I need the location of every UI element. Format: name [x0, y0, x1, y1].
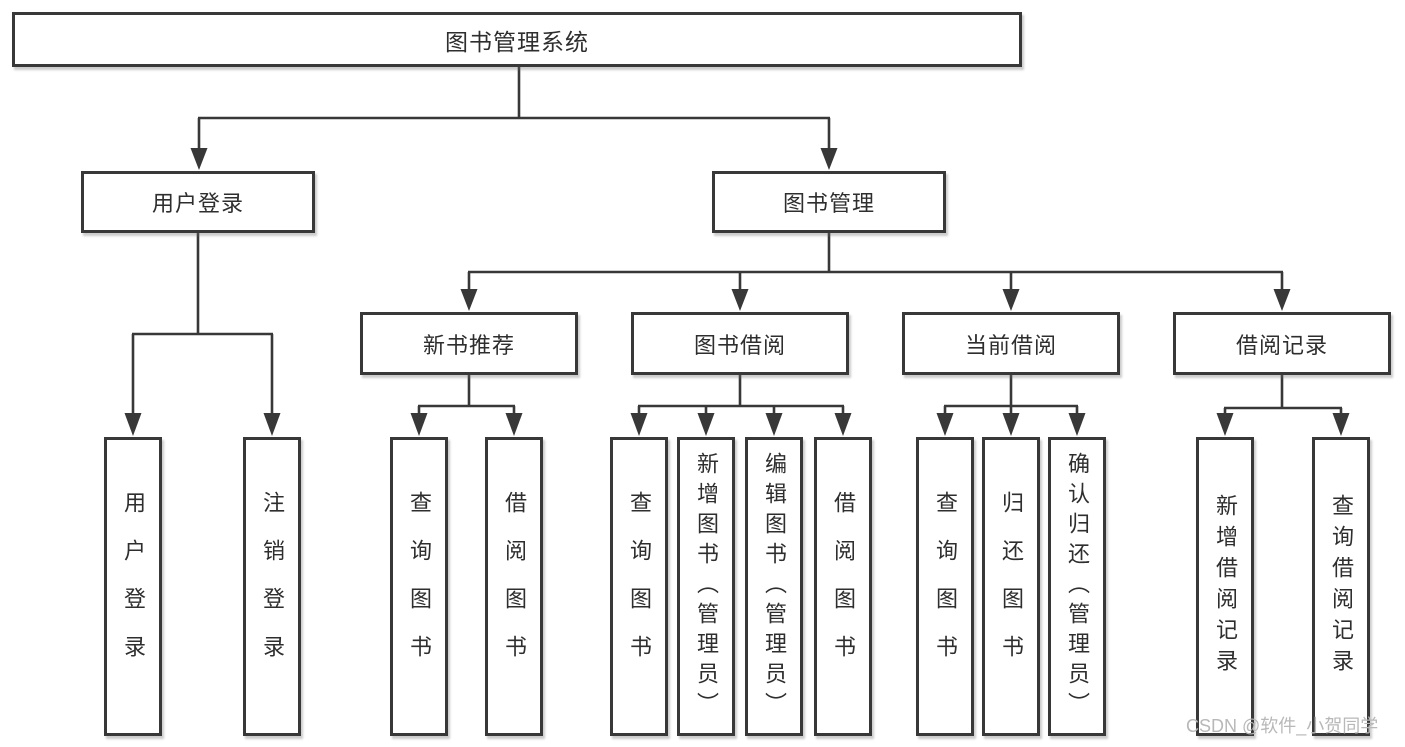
- node-current-borrow: 当前借阅: [902, 312, 1120, 375]
- node-root-label: 图书管理系统: [445, 28, 589, 55]
- leaf-br-query-record-label: 查询借阅记录: [1329, 493, 1354, 680]
- leaf-user-login: 用户登录: [104, 437, 162, 736]
- node-root: 图书管理系统: [12, 12, 1022, 67]
- leaf-logout-label: 注销登录: [260, 490, 285, 683]
- node-book-management-label: 图书管理: [782, 191, 875, 216]
- leaf-nbr-borrow-books: 借阅图书: [485, 437, 543, 736]
- node-new-book-recommend: 新书推荐: [360, 312, 578, 375]
- leaf-bb-query-books: 查询图书: [610, 437, 668, 736]
- leaf-cb-return-books-label: 归还图书: [999, 490, 1024, 683]
- leaf-br-add-record-label: 新增借阅记录: [1213, 493, 1238, 680]
- leaf-cb-confirm-return-admin: 确认归还（管理员）: [1048, 437, 1106, 736]
- node-book-management: 图书管理: [712, 171, 946, 233]
- leaf-nbr-query-books-label: 查询图书: [407, 490, 432, 683]
- node-borrow-records-label: 借阅记录: [1235, 332, 1328, 358]
- leaf-cb-query-books: 查询图书: [916, 437, 974, 736]
- leaf-bb-edit-books-admin: 编辑图书（管理员）: [745, 437, 803, 736]
- node-book-borrow-label: 图书借阅: [693, 332, 786, 358]
- leaf-cb-return-books: 归还图书: [982, 437, 1040, 736]
- leaf-bb-add-books-admin: 新增图书（管理员）: [677, 437, 735, 736]
- leaf-bb-edit-books-admin-label: 编辑图书（管理员）: [762, 451, 787, 722]
- leaf-bb-borrow-books-label: 借阅图书: [831, 490, 856, 683]
- leaf-user-login-label: 用户登录: [121, 490, 146, 683]
- node-user-login: 用户登录: [81, 171, 315, 233]
- leaf-nbr-borrow-books-label: 借阅图书: [502, 490, 527, 683]
- leaf-nbr-query-books: 查询图书: [390, 437, 448, 736]
- node-user-login-label: 用户登录: [151, 191, 244, 216]
- csdn-watermark: CSDN @软件_小贺同学: [1186, 716, 1379, 736]
- leaf-br-query-record: 查询借阅记录: [1312, 437, 1370, 736]
- leaf-bb-query-books-label: 查询图书: [627, 490, 652, 683]
- leaf-bb-add-books-admin-label: 新增图书（管理员）: [694, 451, 719, 722]
- arrowheads: [124, 148, 1350, 436]
- leaf-br-add-record: 新增借阅记录: [1196, 437, 1254, 736]
- leaf-cb-confirm-return-admin-label: 确认归还（管理员）: [1065, 451, 1090, 722]
- node-book-borrow: 图书借阅: [631, 312, 849, 375]
- leaf-cb-query-books-label: 查询图书: [933, 490, 958, 683]
- leaf-logout: 注销登录: [243, 437, 301, 736]
- node-current-borrow-label: 当前借阅: [964, 332, 1057, 358]
- node-new-book-recommend-label: 新书推荐: [422, 332, 515, 358]
- node-borrow-records: 借阅记录: [1173, 312, 1391, 375]
- leaf-bb-borrow-books: 借阅图书: [814, 437, 872, 736]
